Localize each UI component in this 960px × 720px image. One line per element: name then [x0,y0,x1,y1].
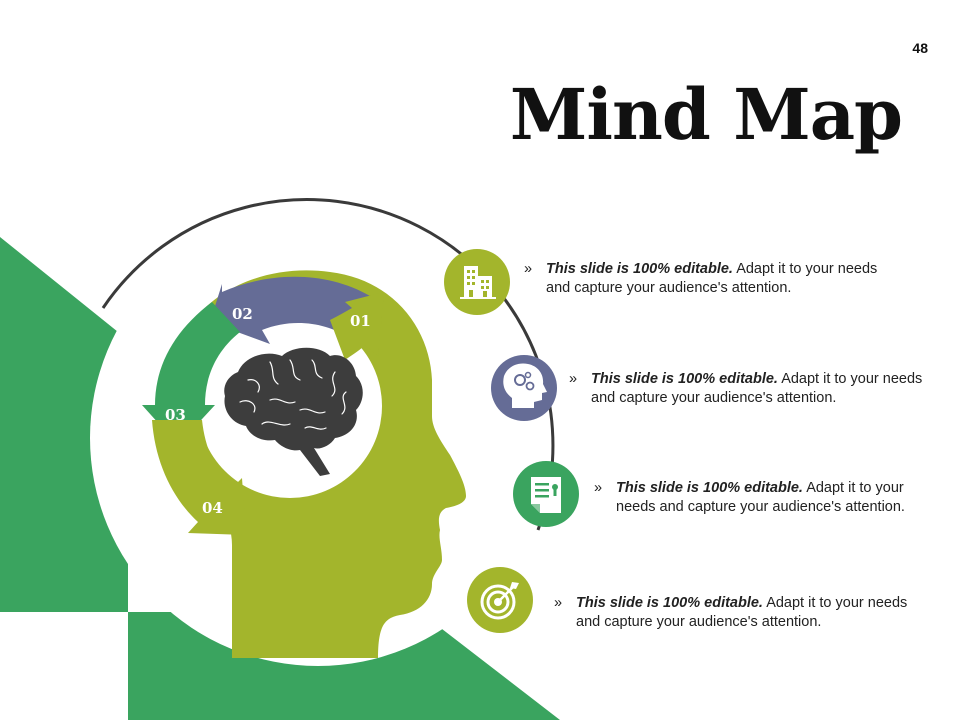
brain-icon [224,347,363,476]
bullet-marker: » [554,595,563,611]
arrow-label-01: 01 [350,312,371,330]
bullet-item-4: » This slide is 100% editable. Adapt it … [554,594,914,632]
bullet-marker: » [594,480,603,496]
target-icon [480,582,519,620]
bullet-body-text: Adapt it to your needs and capture your … [591,371,923,406]
arrow-label-03: 03 [165,406,186,424]
bullet-bold-text: This slide is 100% editable. [591,371,778,387]
bullet-bold-text: This slide is 100% editable. [546,261,733,277]
slide-title: Mind Map [509,73,903,156]
bullet-marker: » [524,261,533,277]
head-gears-icon [503,363,547,408]
building-icon [460,266,496,299]
bullet-item-1: » This slide is 100% editable. Adapt it … [524,260,884,298]
bullet-bold-text: This slide is 100% editable. [616,480,803,496]
arrow-01 [330,292,384,360]
bullet-item-3: » This slide is 100% editable. Adapt it … [594,479,914,517]
certificate-icon [531,477,561,513]
outer-arc [101,198,555,531]
bullet-item-2: » This slide is 100% editable. Adapt it … [569,370,929,408]
page-number: 48 [912,40,928,56]
bullet-marker: » [569,371,578,387]
arrow-03 [142,302,240,445]
bullet-body-text: Adapt it to your needs and capture your … [616,480,905,515]
arrow-02 [210,276,370,344]
bullet-body-text: Adapt it to your needs and capture your … [546,261,878,296]
arrow-04 [152,420,246,535]
arrow-label-02: 02 [232,305,253,323]
bullet-bold-text: This slide is 100% editable. [576,595,763,611]
arrow-label-04: 04 [202,499,223,517]
bullet-body-text: Adapt it to your needs and capture your … [576,595,908,630]
